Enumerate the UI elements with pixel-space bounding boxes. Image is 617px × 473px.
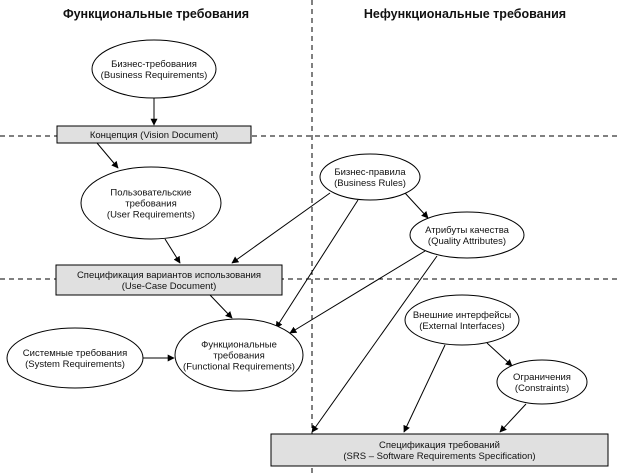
vision-document-node: Концепция (Vision Document) bbox=[56, 125, 252, 144]
edge-constraints-to-srs bbox=[499, 403, 527, 433]
svg-text:Концепция (Vision Document): Концепция (Vision Document) bbox=[90, 130, 218, 141]
svg-text:Системные требования(System Re: Системные требования(System Requirements… bbox=[23, 348, 127, 370]
edge-quality-attr-to-srs bbox=[311, 255, 438, 433]
node-label-line: требования bbox=[213, 351, 264, 362]
svg-text:Спецификация вариантов использ: Спецификация вариантов использования(Use… bbox=[77, 270, 261, 292]
functional-requirements-header: Функциональные требования bbox=[63, 7, 249, 21]
edge-vision-doc-to-user-req bbox=[96, 142, 119, 169]
node-label-line: Концепция (Vision Document) bbox=[90, 130, 218, 141]
node-label-line: (Functional Requirements) bbox=[183, 362, 295, 373]
svg-text:Атрибуты качества(Quality Attr: Атрибуты качества(Quality Attributes) bbox=[425, 225, 510, 247]
node-label-line: Бизнес-правила bbox=[334, 167, 406, 178]
node-label-line: (SRS – Software Requirements Specificati… bbox=[343, 451, 535, 462]
svg-text:Ограничения(Constraints): Ограничения(Constraints) bbox=[513, 372, 571, 394]
use-case-document-node: Спецификация вариантов использования(Use… bbox=[55, 264, 283, 296]
node-label-line: Бизнес-требования bbox=[111, 59, 197, 70]
node-label-line: Внешние интерфейсы bbox=[413, 310, 511, 321]
svg-text:Внешние интерфейсы(External In: Внешние интерфейсы(External Interfaces) bbox=[413, 310, 511, 332]
svg-text:Бизнес-правила(Business Rules): Бизнес-правила(Business Rules) bbox=[334, 167, 406, 189]
edge-use-case-doc-to-functional-req bbox=[209, 294, 233, 319]
svg-text:Бизнес-требования(Business Req: Бизнес-требования(Business Requirements) bbox=[101, 59, 208, 81]
node-label-line: Пользовательские bbox=[110, 188, 191, 199]
constraints-node: Ограничения(Constraints) bbox=[496, 359, 588, 405]
node-label-line: (External Interfaces) bbox=[419, 321, 505, 332]
edges-group bbox=[96, 98, 527, 433]
edge-business-rules-to-quality-attr bbox=[404, 192, 429, 219]
node-label-line: Ограничения bbox=[513, 372, 571, 383]
edge-business-rules-to-functional-req bbox=[275, 199, 359, 329]
node-label-line: (Quality Attributes) bbox=[428, 236, 506, 247]
node-label-line: (System Requirements) bbox=[25, 359, 125, 370]
node-label-line: (Business Requirements) bbox=[101, 70, 208, 81]
edge-quality-attr-to-functional-req bbox=[289, 250, 426, 334]
business-rules-node: Бизнес-правила(Business Rules) bbox=[319, 153, 421, 201]
system-requirements-node: Системные требования(System Requirements… bbox=[6, 327, 144, 389]
edge-external-if-to-constraints bbox=[486, 342, 513, 367]
business-requirements-node: Бизнес-требования(Business Requirements) bbox=[91, 39, 217, 99]
svg-text:Спецификация требований(SRS –: Спецификация требований(SRS – Software R… bbox=[343, 440, 535, 462]
srs-node: Спецификация требований(SRS – Software R… bbox=[270, 433, 609, 467]
node-label-line: (Business Rules) bbox=[334, 178, 406, 189]
edge-external-if-to-srs bbox=[403, 344, 446, 433]
quality-attributes-node: Атрибуты качества(Quality Attributes) bbox=[409, 211, 525, 259]
node-label-line: (Constraints) bbox=[515, 383, 569, 394]
external-interfaces-node: Внешние интерфейсы(External Interfaces) bbox=[404, 294, 520, 346]
node-label-line: (User Requirements) bbox=[107, 210, 195, 221]
node-label-line: Спецификация требований bbox=[379, 440, 500, 451]
edge-business-rules-to-use-case-doc bbox=[231, 192, 331, 264]
node-label-line: Спецификация вариантов использования bbox=[77, 270, 261, 281]
node-label-line: Системные требования bbox=[23, 348, 127, 359]
node-label-line: Функцио­нальные bbox=[201, 340, 277, 351]
node-label-line: требования bbox=[125, 199, 176, 210]
node-label-line: (Use-Case Document) bbox=[122, 281, 217, 292]
nonfunctional-requirements-header: Нефункциональные требования bbox=[364, 7, 566, 21]
node-label-line: Атрибуты качества bbox=[425, 225, 510, 236]
edge-user-req-to-use-case-doc bbox=[164, 238, 181, 264]
